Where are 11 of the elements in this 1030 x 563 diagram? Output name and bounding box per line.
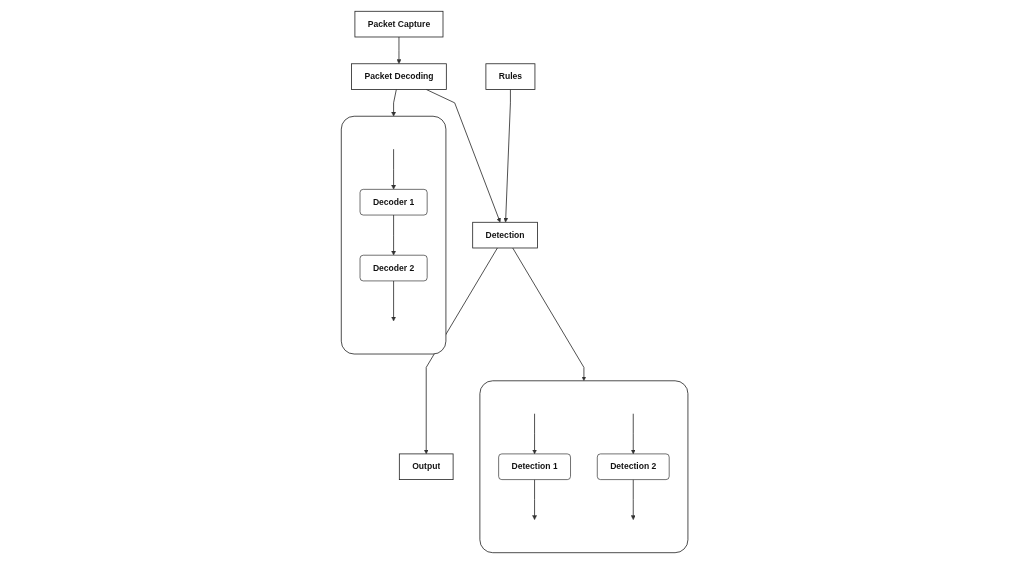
node-box: Output	[399, 453, 454, 480]
node-box: Packet Capture	[354, 10, 444, 37]
node-box: Detection 1	[498, 453, 572, 480]
cluster	[341, 115, 447, 354]
node-box: Packet Decoding	[351, 62, 448, 90]
node-box: Decoder 2	[360, 254, 428, 281]
cluster	[479, 379, 689, 553]
node-box: Detection	[472, 221, 539, 248]
node-box: Decoder 1	[360, 188, 428, 215]
node-box: Rules	[485, 62, 536, 90]
node-box: Detection 2	[597, 453, 670, 480]
